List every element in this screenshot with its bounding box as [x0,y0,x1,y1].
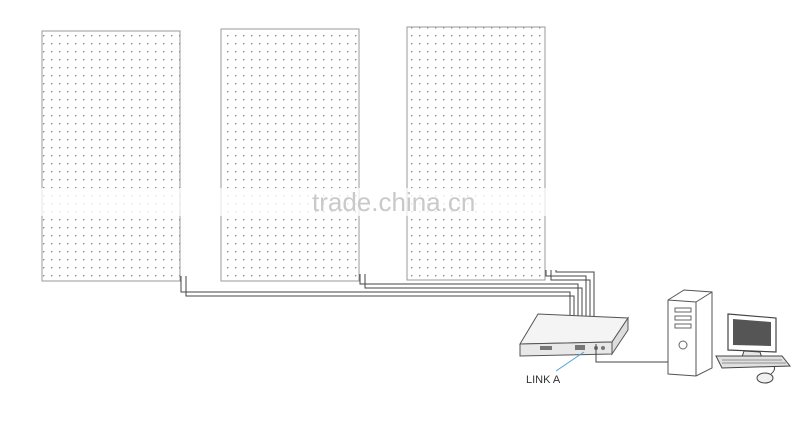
cable-bundle [180,270,595,318]
watermark-band [30,188,560,216]
link-a-label: LINK A [526,374,561,386]
controller-to-pc-cable [595,344,668,363]
keyboard-icon [715,355,792,369]
led-panel-1 [41,30,181,282]
monitor-icon [727,313,777,359]
callout-line [555,351,585,372]
led-panel-2 [220,28,360,282]
mouse-icon [756,365,776,384]
controller-box [519,313,629,357]
watermark: trade.china.cn [312,187,475,217]
computer-tower-icon [667,289,713,377]
led-panel-3 [406,26,546,281]
